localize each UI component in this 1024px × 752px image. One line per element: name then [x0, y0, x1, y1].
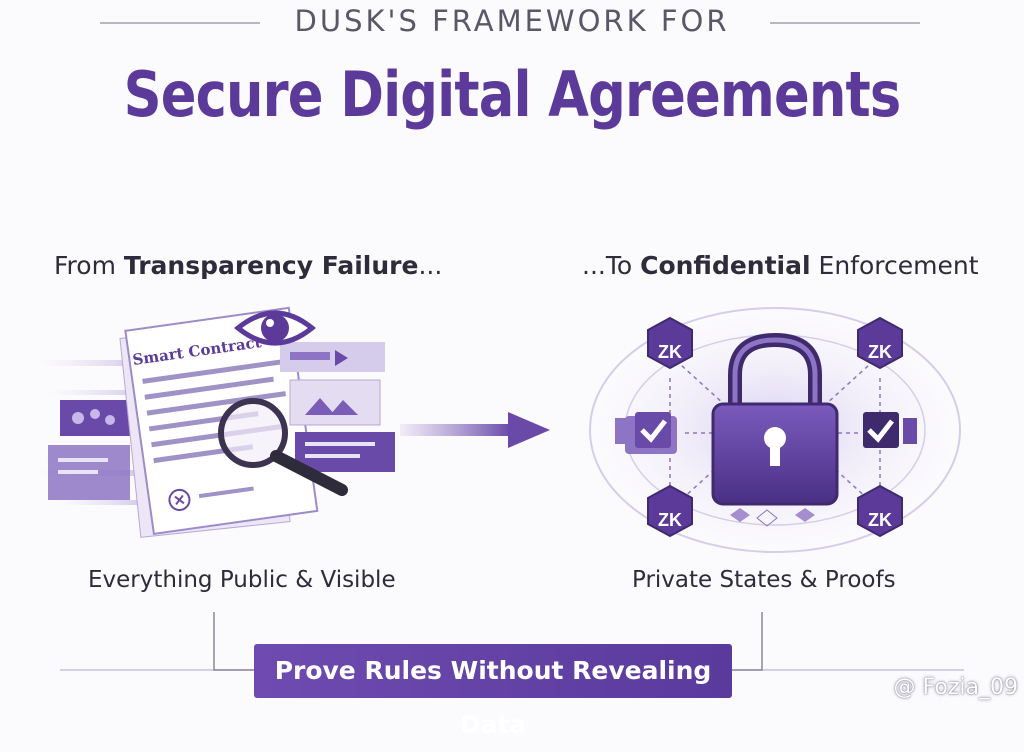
zk-badge-bottom-left: ZK: [658, 510, 682, 530]
transparency-illustration: [40, 306, 395, 538]
page-title: Secure Digital Agreements: [123, 58, 902, 131]
right-heading-prefix: ...To: [582, 251, 641, 280]
zk-badge-top-left: ZK: [658, 342, 682, 362]
eyebrow-heading: DUSK'S FRAMEWORK FOR: [294, 4, 730, 38]
left-heading-bold: Transparency Failure: [123, 251, 419, 280]
watermark: @ Fozia_09: [893, 675, 1018, 700]
zk-badge-bottom-right: ZK: [868, 510, 892, 530]
left-caption: Everything Public & Visible: [88, 567, 396, 593]
confidential-illustration: [589, 307, 961, 553]
transition-arrow: [400, 412, 550, 448]
left-heading: From Transparency Failure...: [54, 251, 442, 280]
right-heading-bold: Confidential: [640, 251, 811, 280]
header-rule-right: [770, 22, 920, 24]
left-heading-prefix: From: [54, 251, 124, 280]
zk-badge-top-right: ZK: [868, 342, 892, 362]
header-rule-left: [100, 22, 260, 24]
right-caption: Private States & Proofs: [632, 567, 896, 593]
summary-banner: Prove Rules Without Revealing Data: [254, 644, 732, 739]
right-heading-suffix: Enforcement: [810, 251, 979, 280]
right-heading: ...To Confidential Enforcement: [582, 251, 979, 280]
left-heading-suffix: ...: [418, 251, 443, 280]
